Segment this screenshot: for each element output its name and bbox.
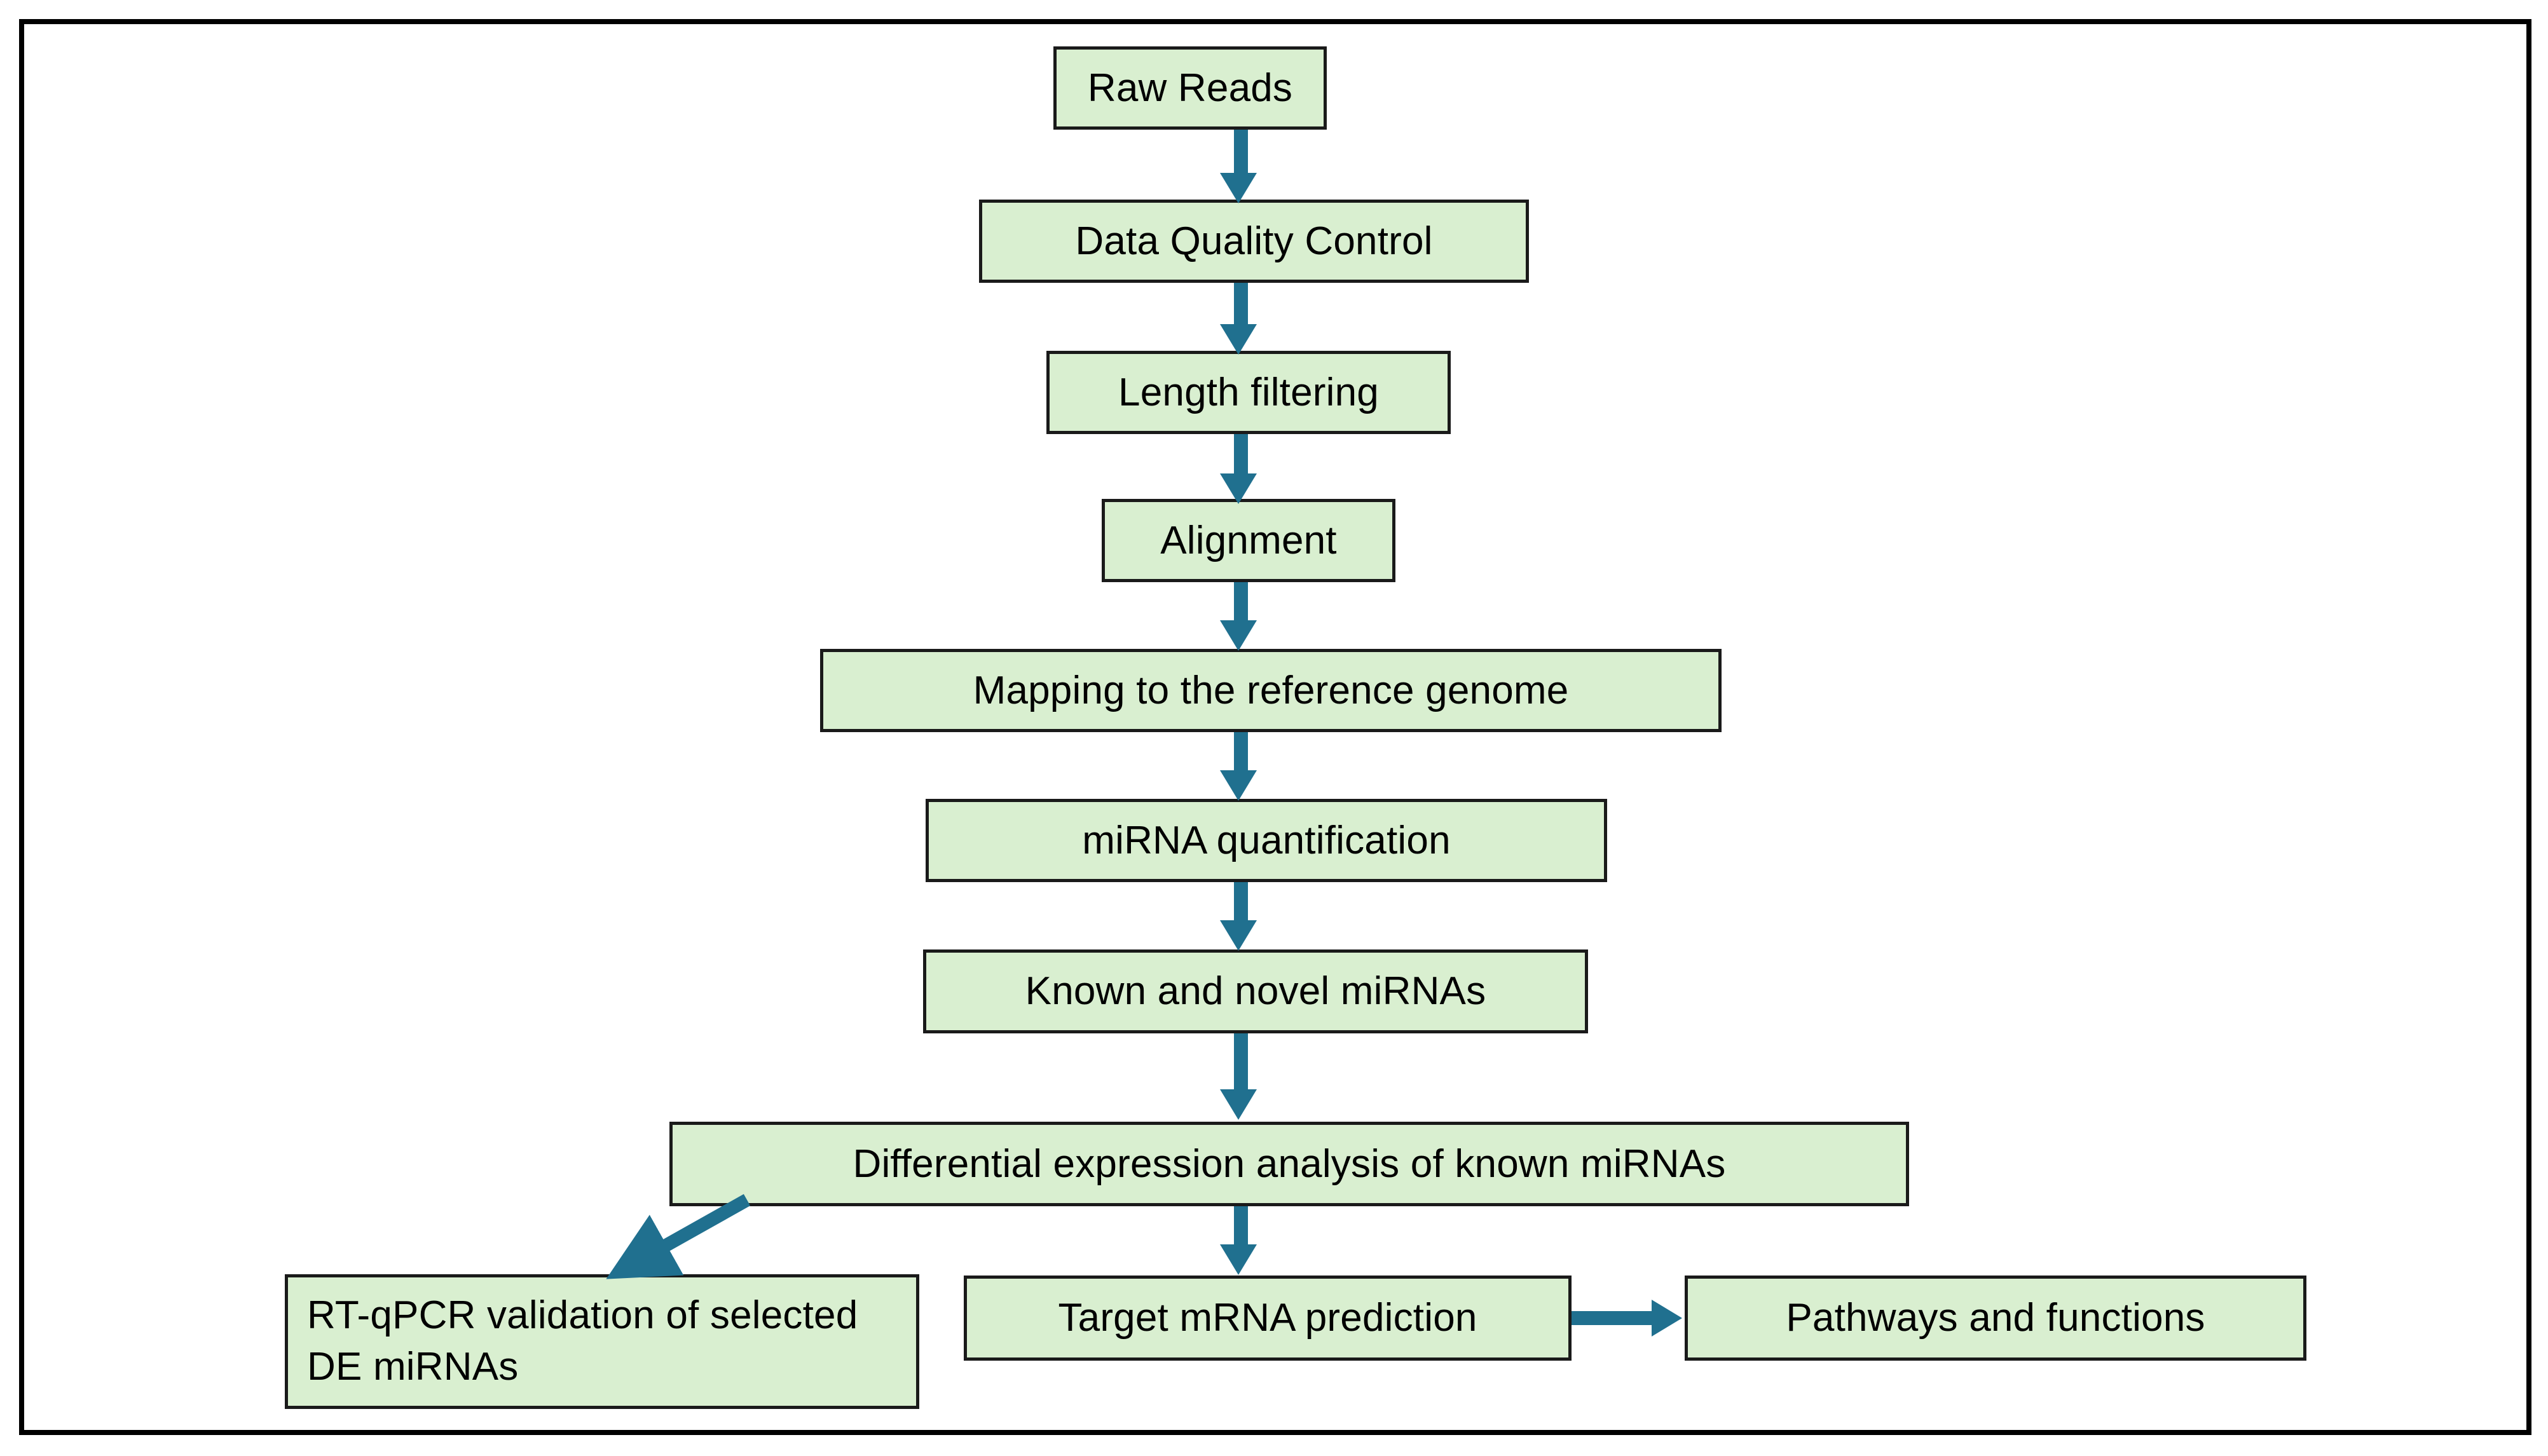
node-length-filtering[interactable]: Length filtering [1046, 351, 1451, 434]
node-mapping-to-reference-genome[interactable]: Mapping to the reference genome [820, 649, 1722, 732]
node-label: RT-qPCR validation of selected DE miRNAs [307, 1293, 858, 1389]
node-rt-qpcr-validation[interactable]: RT-qPCR validation of selected DE miRNAs [285, 1274, 919, 1409]
node-label: Mapping to the reference genome [973, 668, 1569, 712]
edge-de-analysis-to-target-mrna-head [1220, 1244, 1257, 1275]
node-alignment[interactable]: Alignment [1102, 499, 1395, 582]
node-data-quality-control[interactable]: Data Quality Control [979, 200, 1529, 283]
node-label: miRNA quantification [1082, 818, 1451, 862]
edge-data-qc-to-length-filtering [1234, 283, 1248, 329]
edge-mirna-quant-to-known-novel-head [1220, 920, 1257, 951]
node-label: Known and novel miRNAs [1025, 969, 1486, 1014]
edge-known-novel-to-de-analysis-head [1220, 1089, 1257, 1120]
node-label: Data Quality Control [1075, 219, 1433, 263]
edge-alignment-to-mapping-head [1220, 620, 1257, 651]
edge-de-analysis-to-target-mrna [1234, 1206, 1248, 1247]
edge-mirna-quant-to-known-novel [1234, 882, 1248, 922]
node-label: Target mRNA prediction [1058, 1296, 1477, 1340]
node-label: Alignment [1160, 518, 1337, 562]
node-differential-expression-analysis[interactable]: Differential expression analysis of know… [669, 1122, 1909, 1206]
node-label: Pathways and functions [1786, 1296, 2205, 1340]
node-raw-reads[interactable]: Raw Reads [1053, 46, 1327, 130]
edge-mapping-to-mirna-quant-head [1220, 770, 1257, 801]
edge-target-mrna-to-pathways-head [1652, 1300, 1682, 1337]
edge-known-novel-to-de-analysis [1234, 1033, 1248, 1092]
node-label: Length filtering [1118, 370, 1379, 414]
edge-de-analysis-to-rt-qpcr [606, 1194, 751, 1279]
edge-target-mrna-to-pathways [1572, 1311, 1654, 1325]
node-label: Differential expression analysis of know… [853, 1141, 1726, 1186]
node-mirna-quantification[interactable]: miRNA quantification [926, 799, 1607, 882]
edge-length-filtering-to-alignment [1234, 434, 1248, 477]
edge-alignment-to-mapping [1234, 582, 1248, 622]
edge-raw-reads-to-data-qc-head [1220, 173, 1257, 203]
edge-data-qc-to-length-filtering-head [1220, 324, 1257, 355]
edge-raw-reads-to-data-qc [1234, 130, 1248, 177]
node-label: Raw Reads [1087, 65, 1293, 110]
node-known-and-novel-mirnas[interactable]: Known and novel miRNAs [923, 949, 1588, 1033]
node-pathways-and-functions[interactable]: Pathways and functions [1685, 1276, 2306, 1361]
node-target-mrna-prediction[interactable]: Target mRNA prediction [964, 1276, 1572, 1361]
edge-length-filtering-to-alignment-head [1220, 473, 1257, 504]
edge-mapping-to-mirna-quant [1234, 732, 1248, 772]
